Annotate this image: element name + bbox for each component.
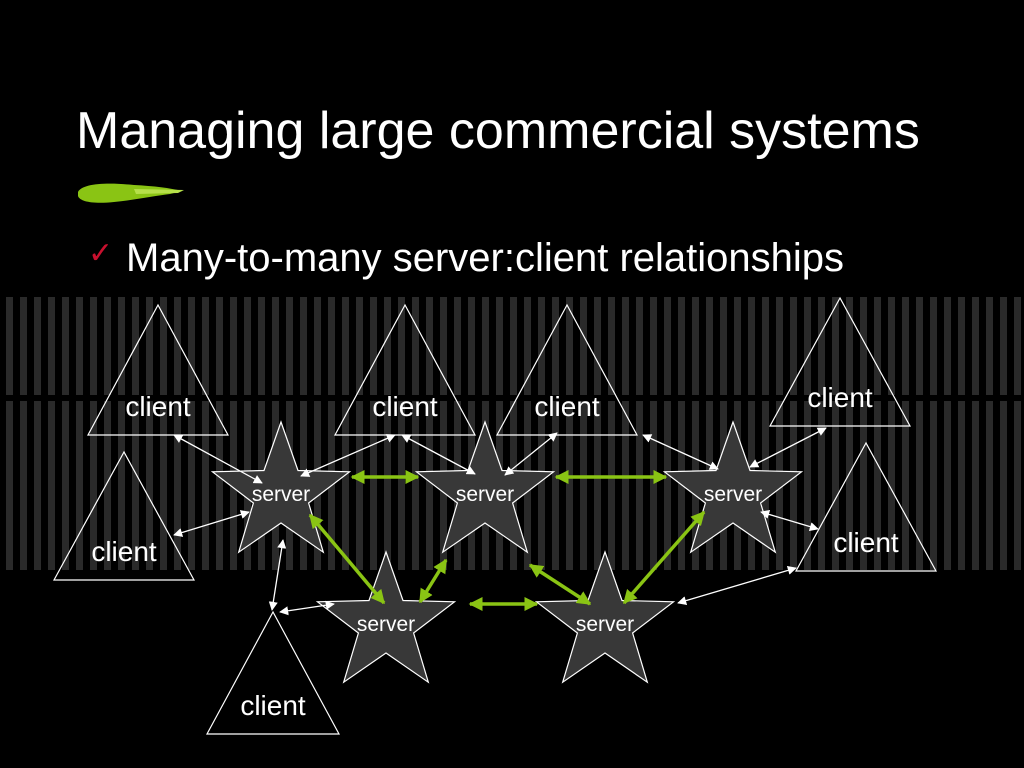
connection-arrows bbox=[173, 427, 827, 616]
slide-title: Managing large commercial systems bbox=[76, 102, 920, 160]
client-nodes: client client client client client client clie… bbox=[52, 296, 938, 735]
client-node: client bbox=[768, 296, 912, 427]
server-server-link-arrow bbox=[528, 563, 592, 606]
green-brush-stroke-decoration bbox=[78, 183, 184, 203]
client-triangle-shape bbox=[205, 610, 341, 735]
client-server-link-arrow bbox=[173, 510, 250, 537]
client-server-link-arrow bbox=[749, 427, 827, 468]
client-server-link-arrow bbox=[279, 600, 335, 616]
server-label: server bbox=[456, 483, 514, 506]
server-label: server bbox=[704, 483, 762, 506]
client-triangle-shape bbox=[495, 303, 639, 436]
client-server-link-arrow bbox=[642, 434, 719, 470]
client-node: client bbox=[52, 450, 196, 581]
client-label: client bbox=[833, 527, 899, 558]
server-node: server bbox=[662, 420, 804, 554]
bullet-text: Many-to-many server:client relationships bbox=[126, 236, 845, 280]
client-server-link-arrow bbox=[760, 509, 819, 532]
server-label: server bbox=[357, 613, 415, 636]
check-icon: ✓ bbox=[88, 237, 114, 270]
client-server-link-arrow bbox=[401, 434, 476, 475]
client-triangle-shape bbox=[794, 441, 938, 572]
server-label: server bbox=[252, 483, 310, 506]
server-nodes: server server server server server bbox=[210, 420, 804, 684]
server-star-shape bbox=[662, 420, 804, 554]
client-node: client bbox=[333, 303, 477, 436]
server-label: server bbox=[576, 613, 634, 636]
client-server-link-arrow bbox=[173, 434, 263, 484]
server-server-link-arrow bbox=[622, 510, 706, 605]
client-node: client bbox=[495, 303, 639, 436]
client-label: client bbox=[240, 690, 306, 721]
client-label: client bbox=[91, 536, 157, 567]
server-node: server bbox=[210, 420, 352, 554]
client-node: client bbox=[86, 303, 230, 436]
client-label: client bbox=[125, 391, 191, 422]
client-node: client bbox=[794, 441, 938, 572]
client-triangle-shape bbox=[86, 303, 230, 436]
client-server-link-arrow bbox=[504, 432, 558, 476]
client-triangle-shape bbox=[52, 450, 196, 581]
client-triangle-shape bbox=[768, 296, 912, 427]
server-node: server bbox=[315, 550, 457, 684]
client-label: client bbox=[372, 391, 438, 422]
client-server-link-arrow bbox=[300, 434, 396, 477]
client-label: client bbox=[807, 382, 873, 413]
client-server-link-arrow bbox=[677, 565, 797, 606]
client-server-link-arrow bbox=[268, 539, 287, 611]
server-server-link-arrow bbox=[418, 558, 448, 604]
server-server-link-arrow bbox=[308, 513, 386, 605]
client-label: client bbox=[534, 391, 600, 422]
client-node: client bbox=[205, 610, 341, 735]
server-node: server bbox=[414, 420, 556, 554]
